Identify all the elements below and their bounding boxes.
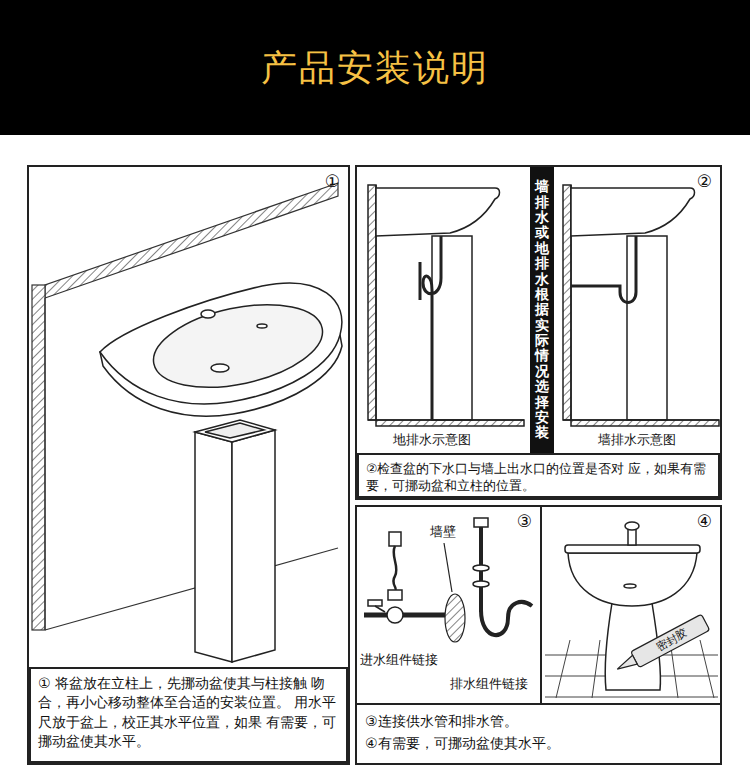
basin [146, 291, 330, 401]
wall-drain-diagram [571, 420, 719, 426]
basin [100, 283, 342, 404]
wall-section [444, 543, 465, 642]
basin [201, 310, 215, 318]
pedestal-column [195, 420, 275, 662]
wall-drain-diagram [563, 185, 719, 426]
floor-drain-diagram [368, 185, 376, 420]
drain-assembly [474, 518, 488, 527]
header-band [0, 0, 750, 135]
wall-drain-diagram [571, 188, 695, 236]
basin-front-view [565, 522, 700, 690]
wall-section [444, 543, 452, 592]
supply-assembly [368, 600, 382, 606]
basin-front-view [625, 522, 639, 530]
wall-hatching [44, 298, 45, 630]
supply-assembly [364, 532, 445, 623]
title-text: 产品安装说明 [0, 46, 750, 89]
pedestal-column [195, 420, 275, 442]
pedestal-column [205, 423, 264, 438]
diagram-caption: 墙排水示意图 [596, 432, 678, 448]
wall-drain-diagram [563, 185, 571, 420]
instruction-text: ④有需要，可挪动盆使其水平。 [365, 733, 712, 755]
callout-number: ④ [697, 513, 712, 530]
basin-front-view [624, 584, 636, 588]
supply-assembly [393, 546, 396, 590]
floor-drain-diagram [376, 420, 524, 426]
basin [100, 283, 342, 416]
pedestal-column [195, 432, 232, 662]
drain-assembly [473, 518, 532, 635]
supply-assembly [375, 606, 385, 612]
instruction-box: ① 将盆放在立柱上，先挪动盆使其与柱接触 吻合，再小心移动整体至合适的安装位置。… [29, 667, 348, 763]
basin-front-view [568, 553, 697, 606]
floor-tiles [700, 640, 714, 698]
supply-assembly [364, 613, 445, 618]
sealant-tube [613, 614, 710, 677]
callout-number: ② [697, 173, 712, 190]
basin-front-view [565, 545, 700, 553]
supply-assembly [388, 590, 402, 600]
instruction-text: ① 将盆放在立柱上，先挪动盆使其与柱接触 吻合，再小心移动整体至合适的安装位置。… [38, 674, 339, 751]
header-band [0, 0, 750, 135]
step-panel: ④ [540, 505, 722, 705]
sealant-tube [631, 614, 710, 667]
floor-tiles [545, 697, 718, 698]
wall-hatching [45, 183, 338, 298]
part-label: 排水组件链接 [448, 676, 530, 692]
floor-drain-diagram [423, 236, 441, 420]
floor-tiles [592, 640, 600, 698]
basin [211, 364, 229, 372]
wall-section [445, 594, 465, 642]
note-text: 墙排水或地排水根据实际情况选择安装 [535, 179, 549, 441]
wall-hatching [32, 285, 45, 630]
floor-drain-diagram [432, 236, 472, 420]
supply-assembly [389, 532, 401, 546]
callout-number: ③ [517, 513, 532, 530]
note-band: 墙排水或地排水根据实际情况选择安装 [530, 167, 554, 453]
wall-drain-diagram [627, 236, 667, 420]
instruction-text: ②检查盆的下水口与墙上出水口的位置是否对 应，如果有需要，可挪动盆和立柱的位置。 [366, 460, 711, 495]
part-label: 墙壁 [428, 524, 458, 540]
pedestal-column [232, 430, 275, 662]
part-label: 进水组件链接 [358, 652, 440, 668]
drain-assembly [473, 565, 489, 571]
wall-hatching [45, 548, 338, 630]
floor-drain-diagram [368, 185, 524, 426]
sealant-tube [615, 655, 637, 673]
drain-assembly [481, 602, 532, 635]
floor-tiles [556, 640, 570, 698]
step-panel: ② 墙排水或地排水根据实际情况选择安装 ②检查盆的下水口与墙上出水口的位置是否对 应… [355, 165, 722, 500]
drain-assembly [473, 581, 489, 587]
callout-number: ① [325, 173, 340, 190]
floor-drain-diagram [376, 188, 500, 236]
basin [257, 324, 267, 328]
floor-drain-diagram [419, 262, 422, 300]
step-panel: ① ① 将盆放在立柱上，先挪动盆使其与柱接触 吻合，再小心移动整体至合适的安装位置… [27, 165, 350, 765]
instruction-box: ③连接供水管和排水管。④有需要，可挪动盆使其水平。 [355, 703, 722, 765]
wall-drain-diagram [571, 236, 636, 303]
instruction-box: ②检查盆的下水口与墙上出水口的位置是否对 应，如果有需要，可挪动盆和立柱的位置。 [357, 453, 720, 498]
instruction-text: ③连接供水管和排水管。 [365, 711, 712, 733]
diagram-caption: 地排水示意图 [391, 432, 473, 448]
supply-assembly [387, 607, 403, 623]
